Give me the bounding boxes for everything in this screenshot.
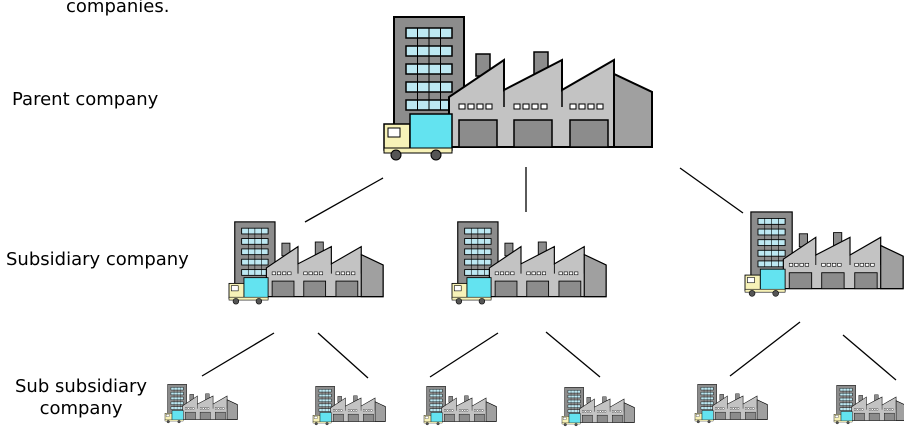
edge-sub3-subsub6 — [843, 335, 896, 380]
edge-sub2-subsub3 — [430, 333, 498, 377]
edge-sub1-subsub2 — [318, 333, 368, 378]
subsidiary-company-icon-1 — [229, 222, 383, 304]
edge-sub3-subsub5 — [730, 322, 800, 376]
sub-subsidiary-company-icon-5 — [695, 384, 767, 423]
parent-company-icon — [384, 17, 652, 160]
sub-subsidiary-company-icon-4 — [562, 387, 634, 426]
subsidiary-company-icon-3 — [745, 212, 903, 296]
sub-subsidiary-company-icon-6 — [834, 385, 904, 424]
edge-sub2-subsub4 — [546, 332, 600, 377]
edge-sub1-subsub1 — [202, 333, 274, 376]
edge-parent-sub1 — [305, 178, 383, 222]
subsidiary-company-icon-2 — [452, 222, 606, 304]
sub-subsidiary-company-icon-1 — [165, 384, 237, 423]
sub-subsidiary-company-icon-3 — [424, 386, 496, 425]
sub-subsidiary-company-icon-2 — [313, 386, 385, 425]
edge-parent-sub3 — [680, 168, 743, 213]
